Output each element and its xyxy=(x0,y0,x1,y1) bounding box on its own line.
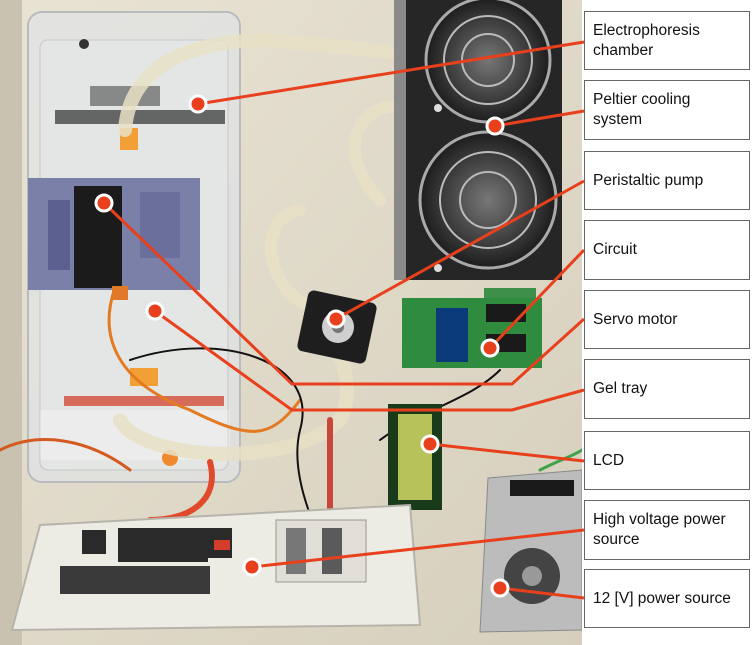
peltier-cooler-shape xyxy=(394,0,562,280)
label-12v-power-source: 12 [V] power source xyxy=(584,569,750,628)
apparatus-photo xyxy=(0,0,582,645)
label-circuit: Circuit xyxy=(584,220,750,280)
label-high-voltage-power-source-text: High voltage power source xyxy=(593,511,726,548)
label-servo-motor-text: Servo motor xyxy=(593,310,678,328)
servo-holder-shape xyxy=(28,178,200,300)
label-high-voltage-power-source: High voltage power source xyxy=(584,500,750,560)
label-12v-power-source-text: 12 [V] power source xyxy=(593,589,731,607)
label-gel-tray: Gel tray xyxy=(584,359,750,419)
label-circuit-text: Circuit xyxy=(593,241,637,258)
circuit-board-shape xyxy=(402,288,542,368)
hv-power-supply-shape xyxy=(10,503,422,632)
label-peltier-cooling-system-text: Peltier cooling system xyxy=(593,91,691,128)
psu-12v-shape xyxy=(479,469,582,633)
label-electrophoresis-chamber: Electrophoresis chamber xyxy=(584,11,750,70)
label-peltier-cooling-system: Peltier cooling system xyxy=(584,80,750,140)
label-peristaltic-pump-text: Peristaltic pump xyxy=(593,171,704,189)
label-peristaltic-pump: Peristaltic pump xyxy=(584,151,750,210)
label-servo-motor: Servo motor xyxy=(584,290,750,349)
label-lcd: LCD xyxy=(584,431,750,490)
lcd-shape xyxy=(388,404,442,510)
label-electrophoresis-chamber-text: Electrophoresis chamber xyxy=(593,21,700,59)
label-gel-tray-text: Gel tray xyxy=(593,380,648,397)
label-lcd-text: LCD xyxy=(593,451,625,469)
